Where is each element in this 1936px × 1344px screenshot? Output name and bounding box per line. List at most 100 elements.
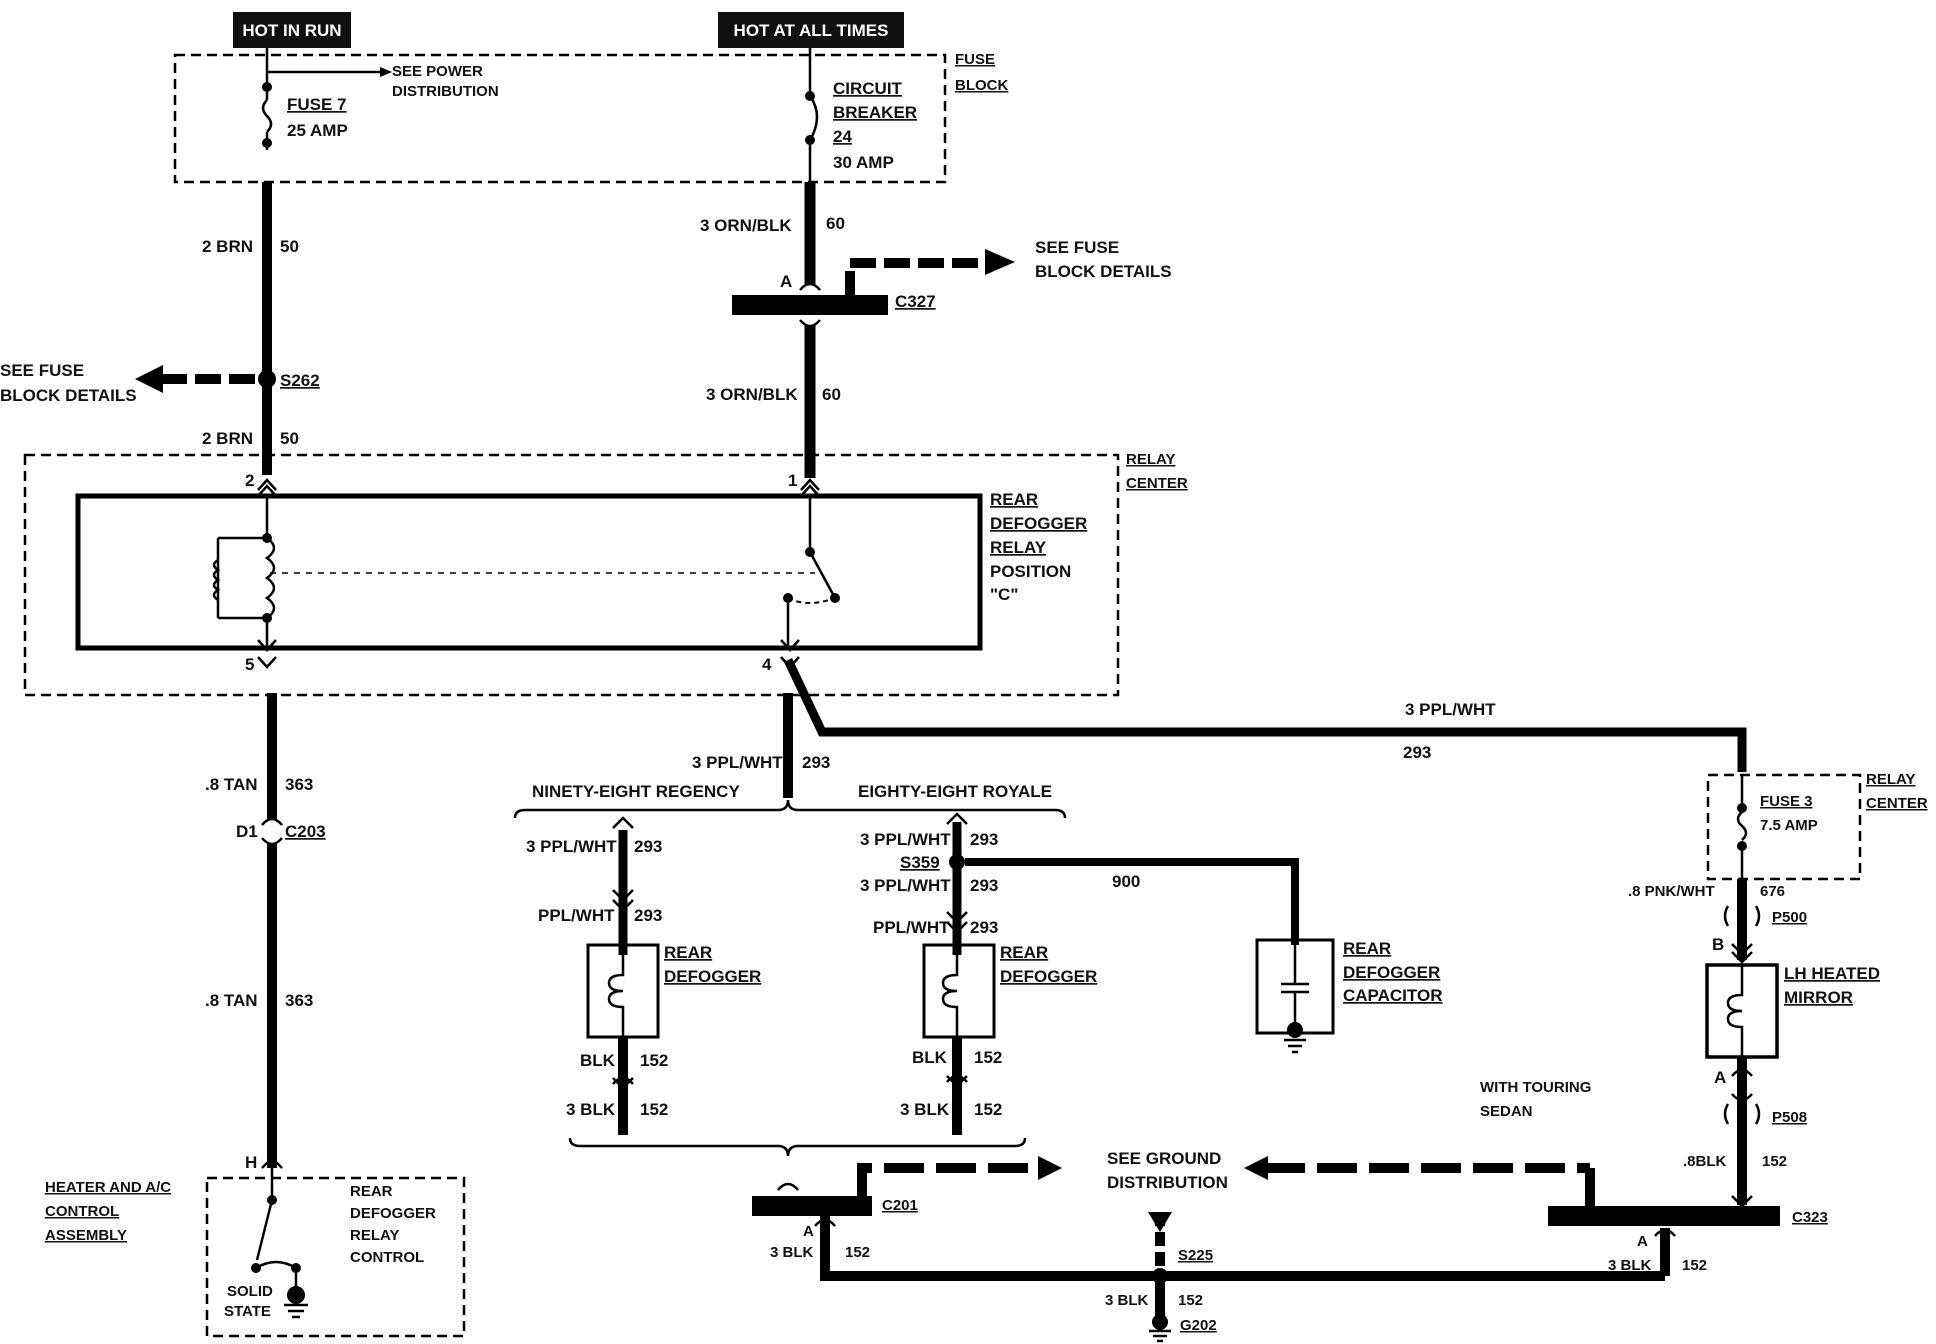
connector-c203: C203: [285, 822, 326, 841]
relay-pin-2: 2: [245, 471, 254, 490]
fuse-7-name: FUSE 7: [287, 95, 347, 114]
hvac-label-3: ASSEMBLY: [45, 1227, 127, 1244]
splice-s225-label: S225: [1178, 1247, 1213, 1264]
fuse-7-rating: 25 AMP: [287, 121, 348, 140]
mirror-label-2: MIRROR: [1784, 988, 1853, 1007]
hvac-label-2: CONTROL: [45, 1203, 119, 1220]
wire-c201-to-g202: [820, 1216, 1665, 1281]
c201-blk-num: 152: [845, 1244, 870, 1261]
see-fuse-mid-2: BLOCK DETAILS: [1035, 262, 1172, 281]
circuit-breaker-24: [805, 48, 819, 182]
c323-blk-label: 3 BLK: [1608, 1257, 1652, 1274]
wire-brn-num-a: 50: [280, 237, 299, 256]
wire-ppl-main-label: 3 PPL/WHT: [692, 753, 783, 772]
s225-blk-label: 3 BLK: [1105, 1292, 1149, 1309]
connector-c327: [732, 295, 888, 315]
see-ground-1: SEE GROUND: [1107, 1149, 1221, 1168]
r-ppl-num-1: 293: [970, 830, 998, 849]
connector-c201-label: C201: [882, 1197, 918, 1214]
c323-pin-a: A: [1637, 1233, 1648, 1250]
solid-state-1: SOLID: [227, 1283, 273, 1300]
relay-pin-5: 5: [245, 655, 254, 674]
relay-center-2-label-2: CENTER: [1866, 795, 1928, 812]
connector-c327-pin-a: A: [780, 272, 792, 291]
r-ppl-label-1: 3 PPL/WHT: [860, 830, 951, 849]
right-rear-defogger: [922, 943, 996, 1039]
connector-p508: P508: [1772, 1109, 1807, 1126]
fuse-7: [261, 48, 392, 150]
connector-c201: [752, 1196, 872, 1216]
relay-switch: [783, 496, 840, 648]
c323-blk-num: 152: [1682, 1257, 1707, 1274]
wire-orn-label-b: 3 ORN/BLK: [706, 385, 798, 404]
ninety-eight-label: NINETY-EIGHT REGENCY: [532, 782, 740, 801]
wire-orn-label-a: 3 ORN/BLK: [700, 216, 792, 235]
wire-ppl-top-num: 293: [1403, 743, 1431, 762]
relay-control-switch: [251, 1168, 301, 1295]
connector-d1: D1: [236, 822, 258, 841]
ground-symbol-capacitor: [1284, 1022, 1306, 1054]
connector-c323-label: C323: [1792, 1209, 1828, 1226]
touring-label-2: SEDAN: [1480, 1103, 1533, 1120]
wire-tan-label-b: .8 TAN: [205, 991, 258, 1010]
wire-pnk-label: .8 PNK/WHT: [1628, 883, 1715, 900]
relay-center-boundary: [23, 453, 1120, 697]
capacitor-label-3: CAPACITOR: [1343, 986, 1443, 1005]
r-ppl-label-2: 3 PPL/WHT: [860, 876, 951, 895]
relay-label-4: POSITION: [990, 562, 1071, 581]
connector-p500: P500: [1772, 909, 1807, 926]
relay-label-5: "C": [990, 585, 1018, 604]
splice-s359-label: S359: [900, 853, 940, 872]
wire-ppl-main-num: 293: [802, 753, 830, 772]
fuse-block-label-1: FUSE: [955, 51, 995, 68]
wire-tan-label-a: .8 TAN: [205, 775, 258, 794]
see-ground-2: DISTRIBUTION: [1107, 1173, 1228, 1192]
variant-brace: [513, 799, 1067, 819]
wire-mirror-blk-label: .8BLK: [1683, 1153, 1727, 1170]
wire-pnk-num: 676: [1760, 883, 1785, 900]
see-ground-left-arrow: [857, 1163, 1040, 1198]
r-defogger-label-1: REAR: [1000, 943, 1048, 962]
relay-center-label-2: CENTER: [1126, 475, 1188, 492]
solid-state-2: STATE: [224, 1303, 271, 1320]
relay-center-label-1: RELAY: [1126, 451, 1175, 468]
see-fuse-mid-1: SEE FUSE: [1035, 238, 1119, 257]
relay-pin-1: 1: [788, 471, 797, 490]
circuit-breaker-label-3: 24: [833, 127, 852, 146]
l-blk-label-2: 3 BLK: [566, 1100, 616, 1119]
splice-s262: [258, 370, 276, 388]
relay-coil: [212, 496, 815, 648]
r-ppl-num-3: 293: [970, 918, 998, 937]
circuit-breaker-rating: 30 AMP: [833, 153, 894, 172]
touring-label-1: WITH TOURING: [1480, 1079, 1591, 1096]
fuse-3-rating: 7.5 AMP: [1760, 817, 1818, 834]
wire-brn-num-b: 50: [280, 429, 299, 448]
see-power-label-2: DISTRIBUTION: [392, 83, 499, 100]
ground-symbol-hvac: [284, 1286, 308, 1319]
rear-defogger-relay: [75, 493, 983, 651]
l-ppl-num-1: 293: [634, 837, 662, 856]
mirror-label-1: LH HEATED: [1784, 964, 1880, 983]
circuit-breaker-label-2: BREAKER: [833, 103, 917, 122]
eighty-eight-label: EIGHTY-EIGHT ROYALE: [858, 782, 1052, 801]
circuit-breaker-label-1: CIRCUIT: [833, 79, 903, 98]
control-label-3: RELAY: [350, 1227, 399, 1244]
relay-pin-4: 4: [762, 655, 772, 674]
r-blk-num-1: 152: [974, 1048, 1002, 1067]
c201-pin-a: A: [803, 1223, 814, 1240]
hvac-control-boundary: [205, 1176, 466, 1338]
control-label-2: DEFOGGER: [350, 1205, 436, 1222]
mirror-pin-b: B: [1712, 935, 1724, 954]
ground-g202-label: G202: [1180, 1317, 1217, 1334]
fuse-3-name: FUSE 3: [1760, 793, 1813, 810]
wire-brn-label-a: 2 BRN: [202, 237, 253, 256]
wire-tan-num-a: 363: [285, 775, 313, 794]
l-defogger-label-2: DEFOGGER: [664, 967, 761, 986]
splice-s359: [949, 854, 965, 870]
see-fuse-left-2: BLOCK DETAILS: [0, 386, 137, 405]
see-power-label-1: SEE POWER: [392, 63, 483, 80]
l-ppl-label-2: PPL/WHT: [538, 906, 615, 925]
wire-orn-num-b: 60: [822, 385, 841, 404]
r-ppl-num-2: 293: [970, 876, 998, 895]
